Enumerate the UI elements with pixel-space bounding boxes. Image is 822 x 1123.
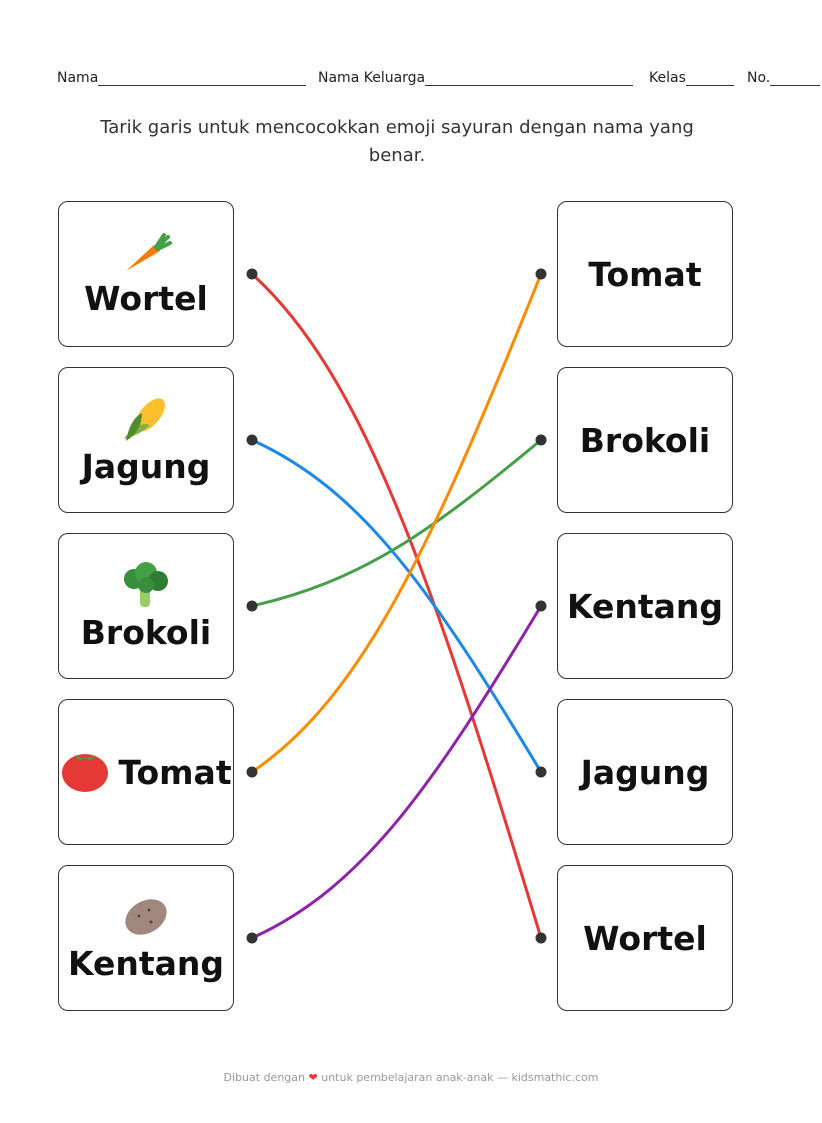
connection-dot[interactable] xyxy=(535,600,547,612)
left-card-kentang: Kentang xyxy=(58,865,234,1011)
connection-line xyxy=(251,273,543,774)
right-card-wortel: Wortel xyxy=(557,865,733,1011)
left-card-jagung: Jagung xyxy=(58,367,234,513)
card-label: Tomat xyxy=(118,752,232,792)
card-label: Jagung xyxy=(81,446,211,486)
connection-dot[interactable] xyxy=(246,600,258,612)
carrot-icon xyxy=(120,231,172,279)
connection-dot[interactable] xyxy=(535,434,547,446)
card-label: Wortel xyxy=(583,918,707,958)
connection-line xyxy=(250,272,543,939)
class-field[interactable]: Kelas xyxy=(649,70,734,86)
connection-dot[interactable] xyxy=(246,268,258,280)
card-label: Kentang xyxy=(67,943,225,983)
corn-icon xyxy=(120,395,172,447)
family-name-field[interactable]: Nama Keluarga xyxy=(318,70,634,86)
instruction: Tarik garis untuk mencocokkan emoji sayu… xyxy=(100,117,694,166)
number-field[interactable]: No. xyxy=(747,70,821,86)
broccoli-icon xyxy=(120,561,172,613)
connection-dot[interactable] xyxy=(535,932,547,944)
card-label: Jagung xyxy=(580,752,710,792)
left-card-brokoli: Brokoli xyxy=(58,533,234,679)
right-card-tomat: Tomat xyxy=(557,201,733,347)
connection-dot[interactable] xyxy=(246,434,258,446)
connection-line xyxy=(251,605,543,940)
connection-dot[interactable] xyxy=(246,932,258,944)
name-field[interactable]: Nama xyxy=(57,70,307,86)
connection-line xyxy=(251,438,542,608)
footer: Dibuat dengan ❤ untuk pembelajaran anak-… xyxy=(223,1071,599,1084)
left-card-wortel: Wortel xyxy=(58,201,234,347)
left-card-tomat: Tomat xyxy=(58,699,234,845)
card-label: Tomat xyxy=(588,254,702,294)
connection-dot[interactable] xyxy=(535,268,547,280)
card-label: Kentang xyxy=(566,586,724,626)
card-label: Wortel xyxy=(84,278,208,318)
tomato-icon xyxy=(60,747,110,797)
potato-icon xyxy=(121,894,171,944)
right-card-brokoli: Brokoli xyxy=(557,367,733,513)
heart-icon: ❤ xyxy=(308,1071,318,1084)
card-label: Brokoli xyxy=(579,420,711,460)
card-label: Brokoli xyxy=(80,612,212,652)
right-card-kentang: Kentang xyxy=(557,533,733,679)
right-card-jagung: Jagung xyxy=(557,699,733,845)
connection-line xyxy=(251,438,543,773)
connection-dot[interactable] xyxy=(535,766,547,778)
connection-dot[interactable] xyxy=(246,766,258,778)
